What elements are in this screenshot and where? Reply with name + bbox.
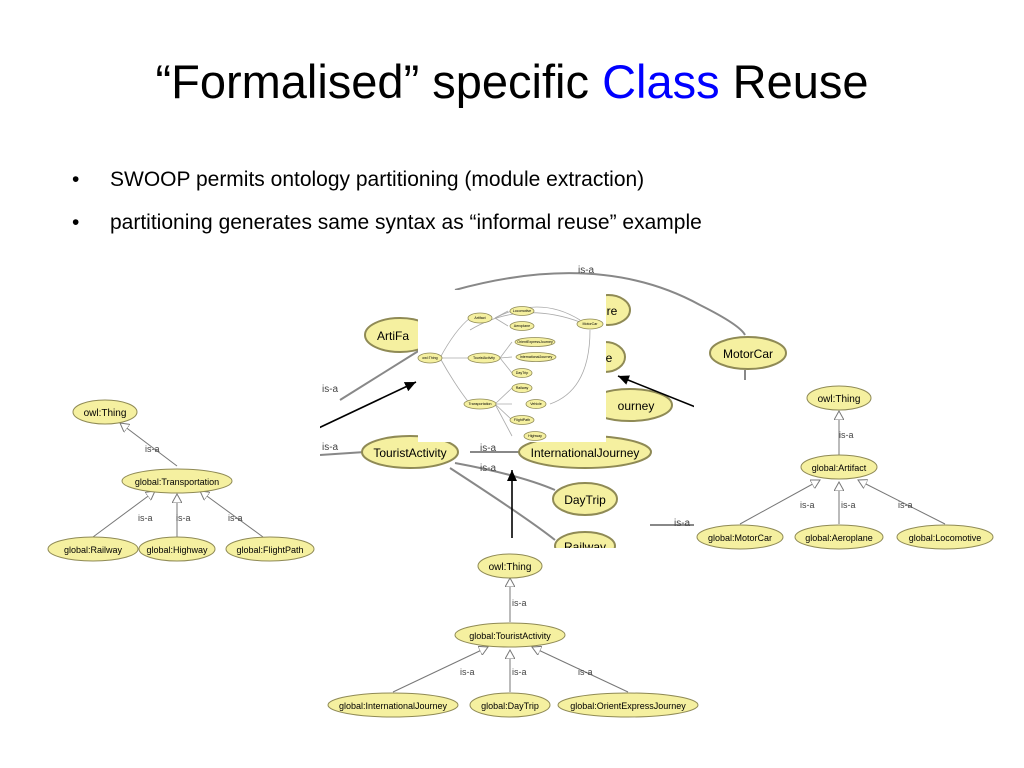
bg-node (361, 435, 459, 469)
node-label: global:Locomotive (909, 533, 982, 543)
bullet-dot: • (72, 211, 80, 234)
node-label: global:MotorCar (708, 533, 772, 543)
title-suffix: Reuse (719, 55, 869, 108)
center-node-label: owl:Thing (422, 356, 437, 360)
edge-label: is-a (138, 513, 153, 523)
bg-node-label: MotorCar (723, 347, 773, 361)
bg-node-label: DayTrip (564, 493, 606, 507)
tree-node (696, 524, 784, 550)
bottom-tree: is-a is-a is-a is-a owl:Thing global:Tou… (327, 553, 699, 718)
bullet-dot: • (72, 168, 80, 191)
tree-node (806, 385, 872, 411)
center-graph-panel (418, 290, 606, 442)
bg-edge-label: is-a (322, 442, 339, 453)
tree-node (896, 524, 994, 550)
tree-node (477, 553, 543, 579)
bg-edge (319, 451, 366, 456)
node-label: global:TouristActivity (469, 631, 551, 641)
center-node-label: Transportation (468, 402, 491, 406)
edge-label: is-a (176, 513, 191, 523)
center-node-label: OrientExpressJourney (517, 340, 553, 344)
node-label: global:DayTrip (481, 701, 539, 711)
edge-label: is-a (460, 667, 475, 677)
edge-label: is-a (228, 513, 243, 523)
bg-node-label: ArtiFa (377, 329, 409, 343)
node-label: global:Artifact (812, 463, 867, 473)
bg-node-label: e (606, 351, 613, 365)
edge-label: is-a (841, 500, 856, 510)
bg-edge (454, 462, 556, 491)
slide-title: “Formalised” specific Class Reuse (0, 54, 1024, 109)
node-label: global:Railway (64, 545, 123, 555)
node-label: owl:Thing (84, 408, 127, 419)
node-label: owl:Thing (489, 562, 532, 573)
edge-label: is-a (512, 598, 527, 608)
node-label: global:Aeroplane (805, 533, 873, 543)
center-node-label: InternationalJourney (520, 355, 553, 359)
bg-edge-label: is-a (322, 384, 339, 395)
node-label: owl:Thing (818, 394, 861, 405)
node-label: global:OrientExpressJourney (570, 701, 686, 711)
center-node-label: Locomotive (513, 309, 531, 313)
tree-node (327, 692, 459, 718)
edge-label: is-a (145, 444, 160, 454)
bg-node (552, 482, 618, 516)
center-node-label: FlightPath (514, 418, 530, 422)
bullet-text: SWOOP permits ontology partitioning (mod… (110, 168, 645, 191)
center-node-label: Highway (528, 434, 542, 438)
center-graph: owl:Thing Artifact TouristActivity Trans… (417, 290, 606, 442)
bullet-item: • SWOOP permits ontology partitioning (mo… (72, 168, 972, 211)
center-node-label: DayTrip (516, 371, 528, 375)
tree-node (47, 536, 139, 562)
center-node-label: Aeroplane (514, 324, 530, 328)
edge-label: is-a (898, 500, 913, 510)
bullet-item: • partitioning generates same syntax as “… (72, 211, 972, 254)
edge-label: is-a (839, 430, 854, 440)
bg-edge-label: is-a (480, 463, 497, 474)
right-tree: is-a is-a is-a is-a owl:Thing global:Art… (696, 385, 994, 550)
tree-node (121, 468, 233, 494)
center-node-label: MotorCar (583, 322, 599, 326)
bg-edge (449, 467, 556, 541)
node-label: global:Highway (146, 545, 208, 555)
center-node-label: Vehicle (530, 402, 542, 406)
center-nodes (417, 306, 604, 441)
tree-node (557, 692, 699, 718)
tree-node (469, 692, 551, 718)
edge-label: is-a (578, 667, 593, 677)
node-label: global:FlightPath (236, 545, 303, 555)
bullet-text: partitioning generates same syntax as “i… (110, 211, 702, 234)
bg-edge-label: is-a (674, 518, 691, 529)
title-accent: Class (602, 55, 720, 108)
tree-node (800, 454, 878, 480)
bg-edge (339, 349, 421, 401)
tree-node (794, 524, 884, 550)
edge-label: is-a (800, 500, 815, 510)
tree-node (138, 536, 216, 562)
bg-node-label: InternationalJourney (531, 446, 640, 460)
center-node-label: Railway (516, 386, 529, 390)
node-label: global:Transportation (135, 477, 219, 487)
tree-node (225, 536, 315, 562)
title-prefix: “Formalised” specific (155, 55, 603, 108)
tree-node (454, 622, 566, 648)
bg-node-label: re (607, 304, 618, 318)
bg-node (709, 336, 787, 370)
bg-node-label: ourney (618, 399, 655, 413)
bg-edge (454, 272, 746, 336)
bg-edge-label: is-a (480, 443, 497, 454)
bg-node-label: TouristActivity (373, 446, 446, 460)
bullet-list: • SWOOP permits ontology partitioning (mo… (72, 168, 972, 254)
node-label: global:InternationalJourney (339, 701, 448, 711)
tree-node (72, 399, 138, 425)
center-node-labels: owl:Thing Artifact TouristActivity Trans… (422, 309, 598, 438)
left-tree: is-a is-a is-a is-a owl:Thing global:Tra… (47, 399, 315, 562)
center-node-label: Artifact (474, 316, 485, 320)
center-node-label: TouristActivity (473, 356, 495, 360)
edge-label: is-a (512, 667, 527, 677)
bg-edge-label: is-a (578, 265, 595, 276)
